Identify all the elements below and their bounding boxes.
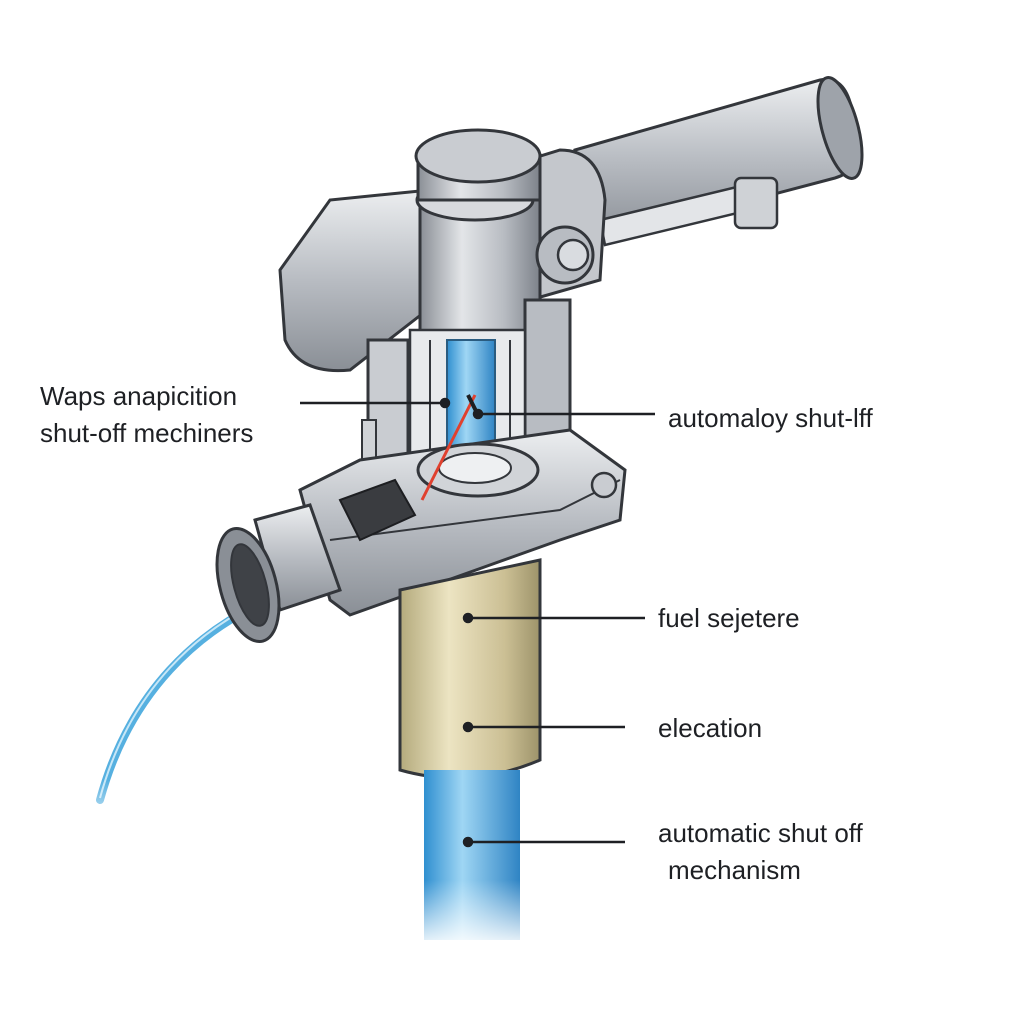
outlet-tube xyxy=(415,770,530,950)
spout-sleeve xyxy=(398,558,542,780)
callout-dot xyxy=(462,612,474,624)
callout-dot xyxy=(472,408,484,420)
right-top-callout-label: automaloy shut-lff xyxy=(668,403,873,433)
leader-lines xyxy=(300,397,655,848)
sensor-line xyxy=(420,394,477,501)
callout-dot xyxy=(439,397,451,409)
bottom-callout-line2: mechanism xyxy=(668,855,801,885)
left-callout-label: Waps anapicition shut-off mechiners xyxy=(40,378,253,452)
fuel-callout-label: fuel sejetere xyxy=(658,603,800,633)
callout-dot xyxy=(462,721,474,733)
nozzle-handle xyxy=(573,76,864,247)
valve-base xyxy=(298,394,627,617)
callout-dot xyxy=(462,836,474,848)
left-callout-line2: shut-off mechiners xyxy=(40,418,254,448)
elevation-callout-label: elecation xyxy=(658,713,763,743)
left-callout-line1: Waps anapicition xyxy=(40,381,238,411)
hose-coupling xyxy=(215,503,342,643)
bottom-callout-label: automatic shut off mechanism xyxy=(658,815,863,889)
control-chip xyxy=(338,478,417,542)
nozzle-head xyxy=(278,128,607,373)
bottom-callout-line1: automatic shut off xyxy=(658,818,863,848)
